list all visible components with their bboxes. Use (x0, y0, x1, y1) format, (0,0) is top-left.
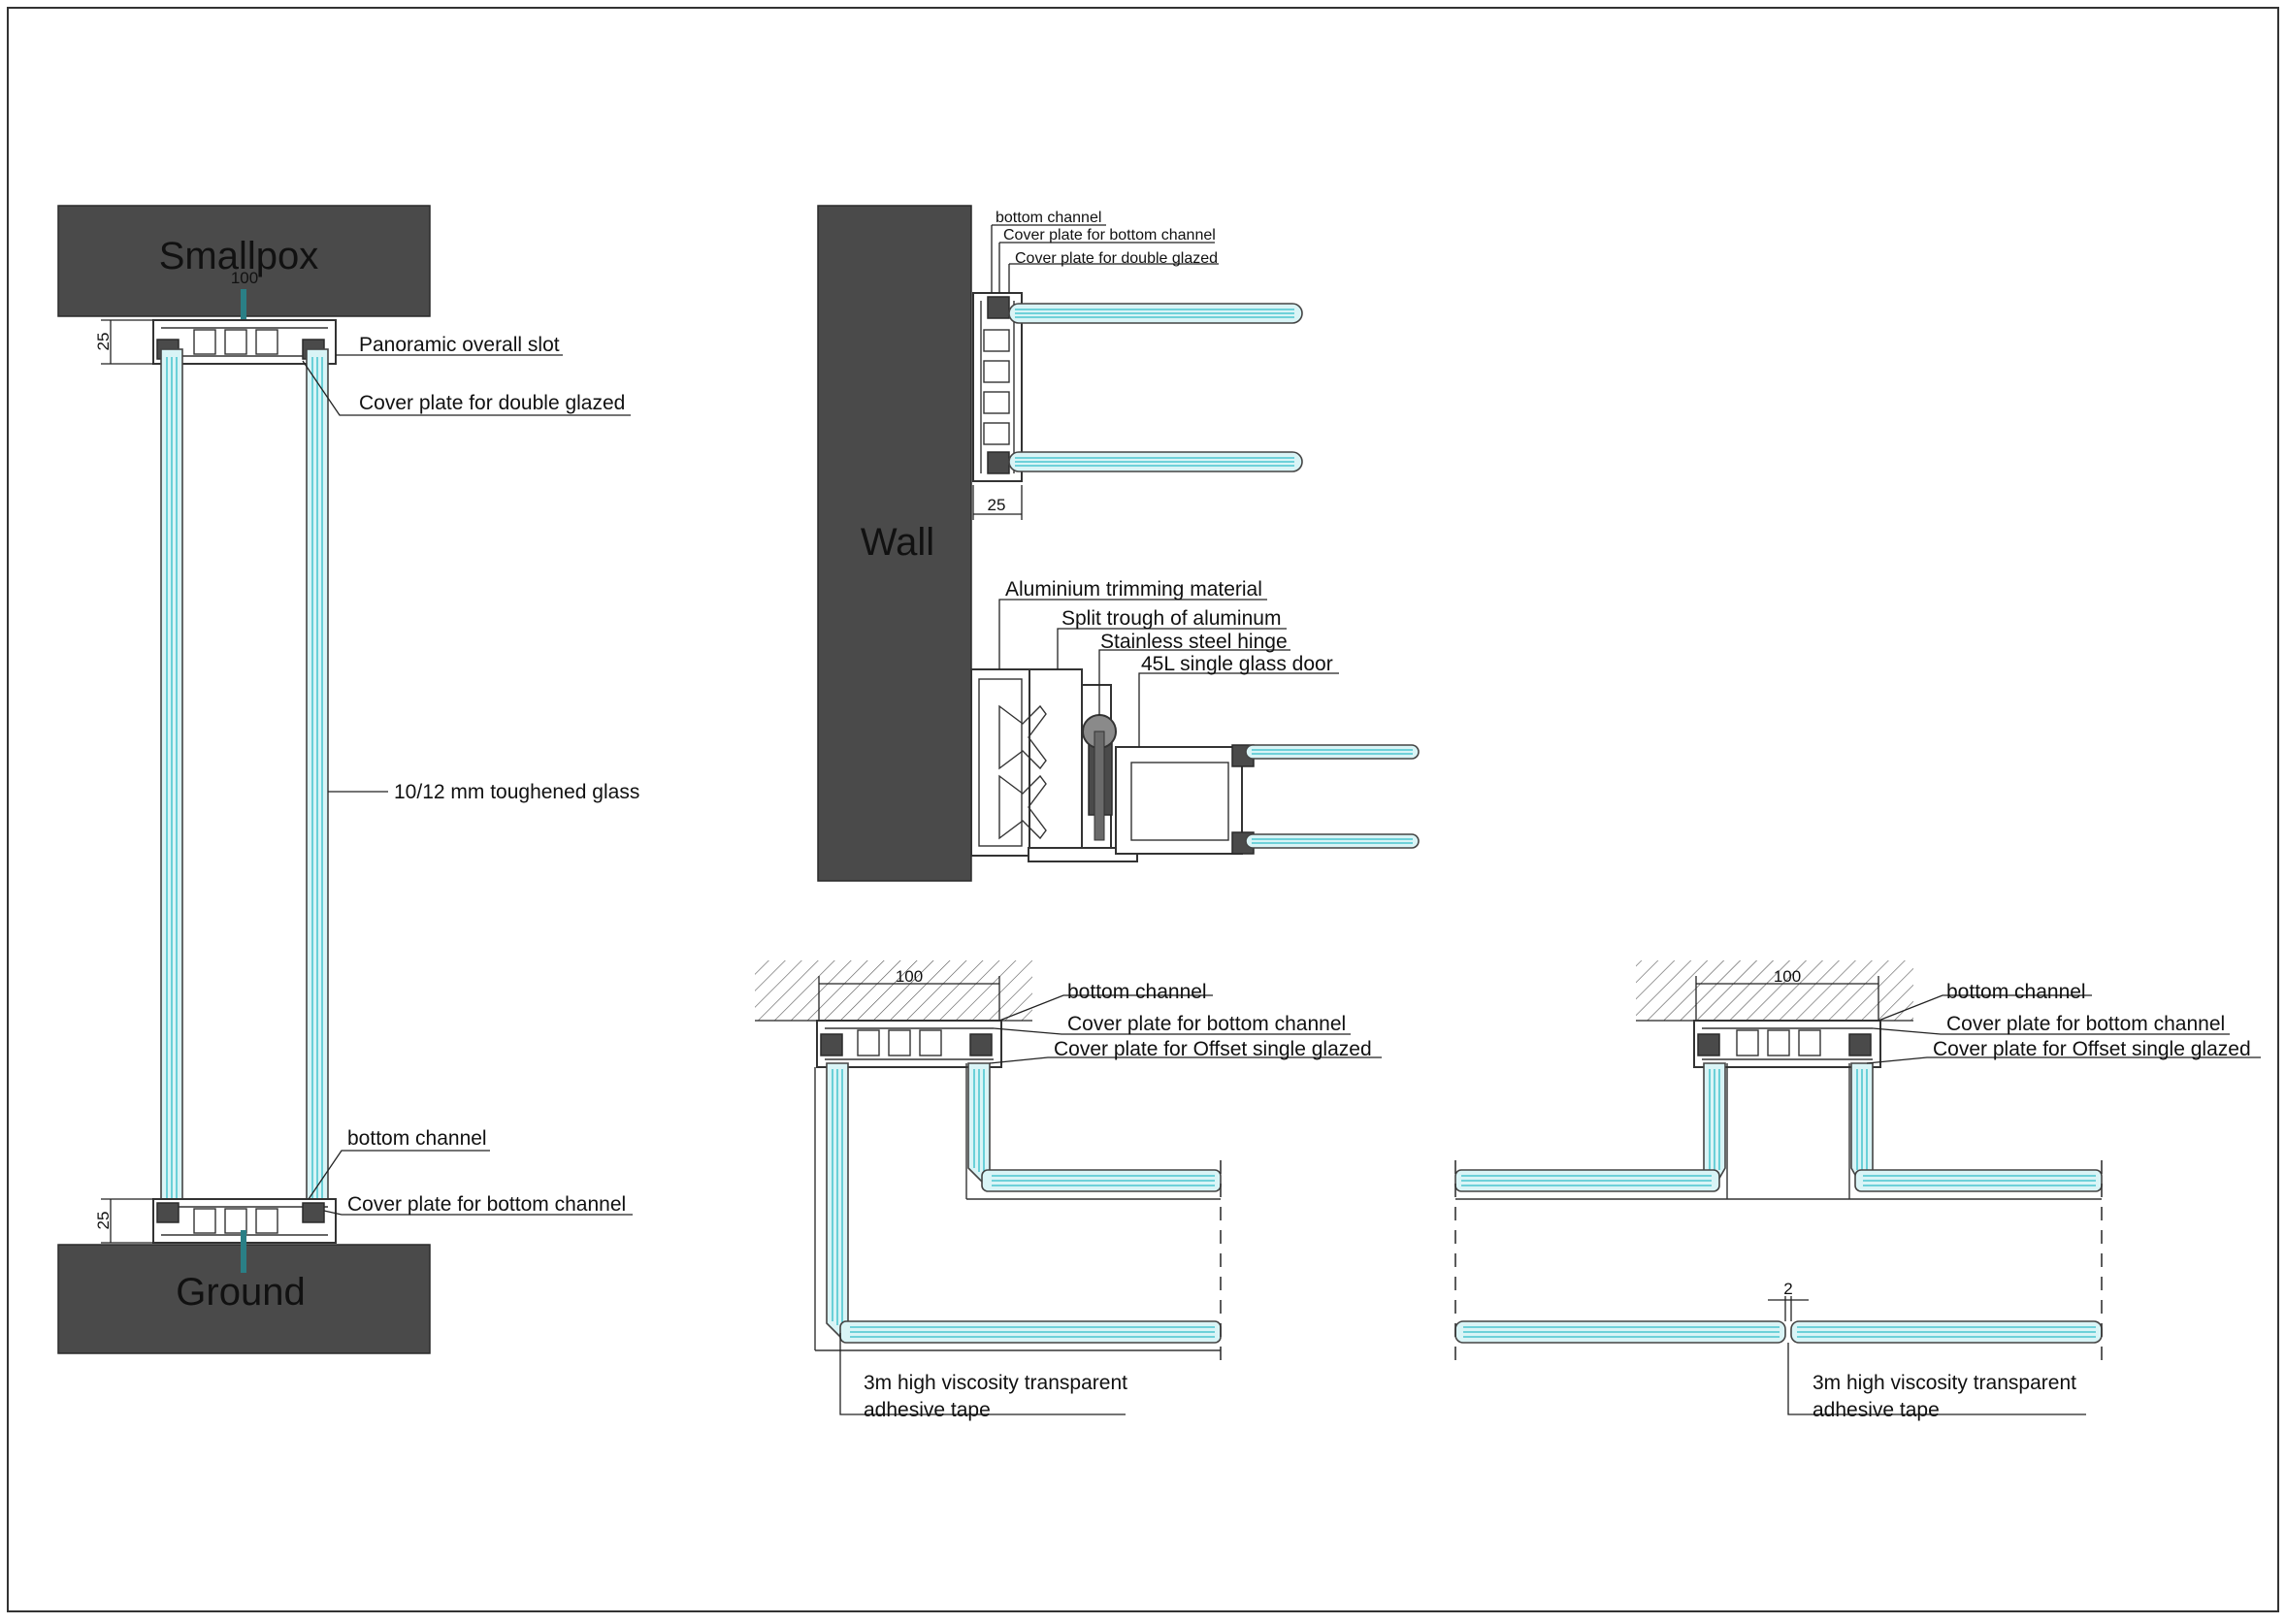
callout-trim: Aluminium trimming material (1005, 578, 1262, 601)
sheet-border (7, 7, 2279, 1612)
butt-dim-width: 100 (1774, 967, 1801, 986)
callout-cover-bottom-left: Cover plate for bottom channel (347, 1193, 626, 1216)
butt-callout-cover-bottom: Cover plate for bottom channel (1946, 1013, 2225, 1035)
callout-cover-double: Cover plate for double glazed (359, 392, 625, 414)
offset-callout-cover-offset: Cover plate for Offset single glazed (1054, 1038, 1372, 1060)
callout-slot: Panoramic overall slot (359, 334, 560, 356)
wall-callout-cover-double: Cover plate for double glazed (1015, 250, 1218, 267)
vertical-section: Smallpox 100 (57, 205, 639, 1354)
callout-split-trough: Split trough of aluminum (1061, 607, 1281, 630)
offset-corner-detail: 100 b (755, 960, 1382, 1421)
butt-tape-line2: adhesive tape (1812, 1399, 1940, 1421)
callout-hinge: Stainless steel hinge (1100, 631, 1288, 653)
door-glass-bottom (1245, 833, 1420, 849)
offset-channel (816, 1020, 1002, 1068)
wall-callout-cover-bottom: Cover plate for bottom channel (1003, 227, 1216, 244)
dim-top-height: 25 (94, 333, 113, 351)
door-glass-top (1245, 744, 1420, 760)
butt-callout-bottom-channel: bottom channel (1946, 981, 2086, 1003)
callout-bottom-channel-left: bottom channel (347, 1127, 487, 1150)
offset-callout-cover-bottom: Cover plate for bottom channel (1067, 1013, 1346, 1035)
floor-label: Ground (176, 1271, 305, 1314)
anchor-bolt-bottom (241, 1230, 246, 1273)
wall-callout-bottom-channel: bottom channel (996, 210, 1101, 226)
offset-tape-line1: 3m high viscosity transparent (864, 1372, 1127, 1394)
anchor-bolt-top (241, 289, 246, 328)
door-frame-assembly (970, 668, 1255, 862)
callout-glass: 10/12 mm toughened glass (394, 781, 639, 803)
butt-joint-detail: 100 (1454, 960, 2261, 1421)
butt-tape-line1: 3m high viscosity transparent (1812, 1372, 2076, 1394)
butt-dim-gap: 2 (1783, 1280, 1792, 1298)
offset-tape-line2: adhesive tape (864, 1399, 991, 1421)
wall-channel (972, 292, 1023, 482)
dim-bottom-height: 25 (94, 1212, 113, 1230)
wall-section: Wall bottom channel Cover plate for bott… (817, 205, 1420, 882)
wall-label: Wall (861, 521, 934, 564)
ceiling-label: Smallpox (159, 235, 319, 277)
dim-top-width: 100 (231, 269, 258, 287)
wall-block (817, 205, 972, 882)
wall-dim-depth: 25 (988, 496, 1006, 514)
callout-door: 45L single glass door (1141, 653, 1333, 675)
offset-dim-width: 100 (896, 967, 923, 986)
top-channel (152, 319, 337, 365)
butt-callout-cover-offset: Cover plate for Offset single glazed (1933, 1038, 2251, 1060)
butt-channel (1693, 1020, 1881, 1068)
offset-callout-bottom-channel: bottom channel (1067, 981, 1207, 1003)
